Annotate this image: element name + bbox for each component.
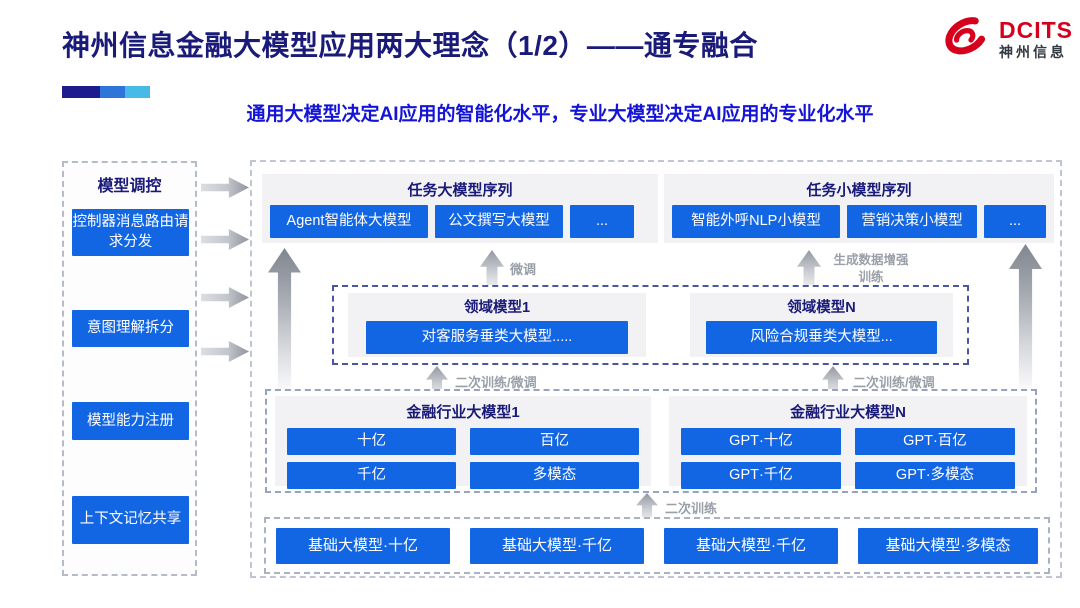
accent-bar-segment-navy — [62, 86, 100, 98]
right-arrow-icon — [201, 177, 249, 198]
customer-service-model-box: 对客服务垂类大模型..... — [365, 321, 629, 354]
model-size-box: 千亿 — [287, 462, 456, 489]
foundation-model-container: 基础大模型·十亿 基础大模型·千亿 基础大模型·千亿 基础大模型·多模态 — [264, 517, 1050, 574]
second-train-ft-left-label: 二次训练/微调 — [455, 375, 537, 390]
agent-large-model-box: Agent智能体大模型 — [270, 205, 428, 238]
tall-up-arrow-icon — [268, 248, 301, 392]
model-control-panel: 模型调控 控制器消息路由请求分发 意图理解拆分 模型能力注册 上下文记忆共享 — [62, 161, 197, 576]
accent-bar-segment-blue — [100, 86, 125, 98]
model-size-box: 多模态 — [470, 462, 639, 489]
marketing-decision-model-box: 营销决策小模型 — [847, 205, 977, 238]
task-small-ellipsis-box: ... — [984, 205, 1046, 238]
task-large-model-title: 任务大模型序列 — [407, 182, 513, 199]
model-size-box: 十亿 — [287, 428, 456, 455]
right-arrow-icon — [201, 229, 249, 250]
industry-model-container: 金融行业大模型1 十亿 百亿 千亿 多模态 金融行业大模型N GPT·十亿 GP… — [265, 389, 1037, 493]
industry-model-n-title: 金融行业大模型N — [790, 404, 906, 421]
right-arrow-icon — [201, 341, 249, 362]
foundation-model-box: 基础大模型·千亿 — [470, 527, 644, 564]
company-logo: DCITS 神州信息 — [936, 16, 1073, 62]
logo-brand-chinese: 神州信息 — [999, 43, 1067, 60]
outbound-nlp-model-box: 智能外呼NLP小模型 — [672, 205, 840, 238]
model-architecture-diagram: 任务大模型序列 Agent智能体大模型 公文撰写大模型 ... 任务小模型序列 … — [250, 160, 1062, 578]
domain-model-n-group: 领域模型N 风险合规垂类大模型... — [690, 293, 953, 357]
task-small-model-title: 任务小模型序列 — [806, 182, 912, 199]
model-size-box: GPT·多模态 — [855, 462, 1015, 489]
sidebar-item-message-routing: 控制器消息路由请求分发 — [72, 209, 189, 256]
model-size-box: GPT·十亿 — [681, 428, 841, 455]
foundation-model-box: 基础大模型·千亿 — [664, 527, 838, 564]
risk-compliance-model-box: 风险合规垂类大模型... — [705, 321, 938, 354]
title-accent-bar — [62, 86, 150, 98]
second-train-ft-right-label: 二次训练/微调 — [853, 375, 935, 390]
industry-model-1-title: 金融行业大模型1 — [406, 404, 520, 421]
sidebar-item-capability-register: 模型能力注册 — [72, 402, 189, 440]
sidebar-title: 模型调控 — [97, 178, 162, 195]
foundation-model-box: 基础大模型·多模态 — [858, 527, 1038, 564]
fine-tune-label: 微调 — [510, 262, 537, 277]
accent-bar-segment-cyan — [125, 86, 150, 98]
model-size-box: GPT·千亿 — [681, 462, 841, 489]
document-writing-model-box: 公文撰写大模型 — [435, 205, 563, 238]
sidebar-item-intent-split: 意图理解拆分 — [72, 310, 189, 347]
task-small-model-group: 任务小模型序列 智能外呼NLP小模型 营销决策小模型 ... — [664, 174, 1054, 243]
up-arrow-icon — [797, 250, 821, 288]
task-large-model-group: 任务大模型序列 Agent智能体大模型 公文撰写大模型 ... — [262, 174, 658, 243]
logo-brand-text: DCITS — [999, 16, 1073, 43]
model-size-box: GPT·百亿 — [855, 428, 1015, 455]
tall-up-arrow-icon — [1009, 244, 1042, 391]
domain-model-container: 领域模型1 对客服务垂类大模型..... 领域模型N 风险合规垂类大模型... — [332, 285, 969, 365]
up-arrow-icon — [480, 250, 504, 288]
dcits-swirl-icon — [945, 17, 986, 55]
gen-data-augment-label: 生成数据增强训练 — [833, 253, 909, 284]
model-size-box: 百亿 — [470, 428, 639, 455]
task-large-ellipsis-box: ... — [570, 205, 634, 238]
foundation-model-box: 基础大模型·十亿 — [276, 527, 450, 564]
page-title: 神州信息金融大模型应用两大理念（1/2）——通专融合 — [62, 30, 758, 61]
domain-model-1-group: 领域模型1 对客服务垂类大模型..... — [348, 293, 646, 357]
second-train-label: 二次训练 — [665, 501, 718, 516]
domain-model-1-title: 领域模型1 — [463, 300, 531, 316]
domain-model-n-title: 领域模型N — [787, 300, 856, 316]
industry-model-n-group: 金融行业大模型N GPT·十亿 GPT·百亿 GPT·千亿 GPT·多模态 — [669, 396, 1027, 489]
sidebar-item-context-memory: 上下文记忆共享 — [72, 496, 189, 544]
industry-model-1-group: 金融行业大模型1 十亿 百亿 千亿 多模态 — [275, 396, 651, 489]
slide-subtitle: 通用大模型决定AI应用的智能化水平，专业大模型决定AI应用的专业化水平 — [246, 104, 874, 125]
right-arrow-icon — [201, 287, 249, 308]
